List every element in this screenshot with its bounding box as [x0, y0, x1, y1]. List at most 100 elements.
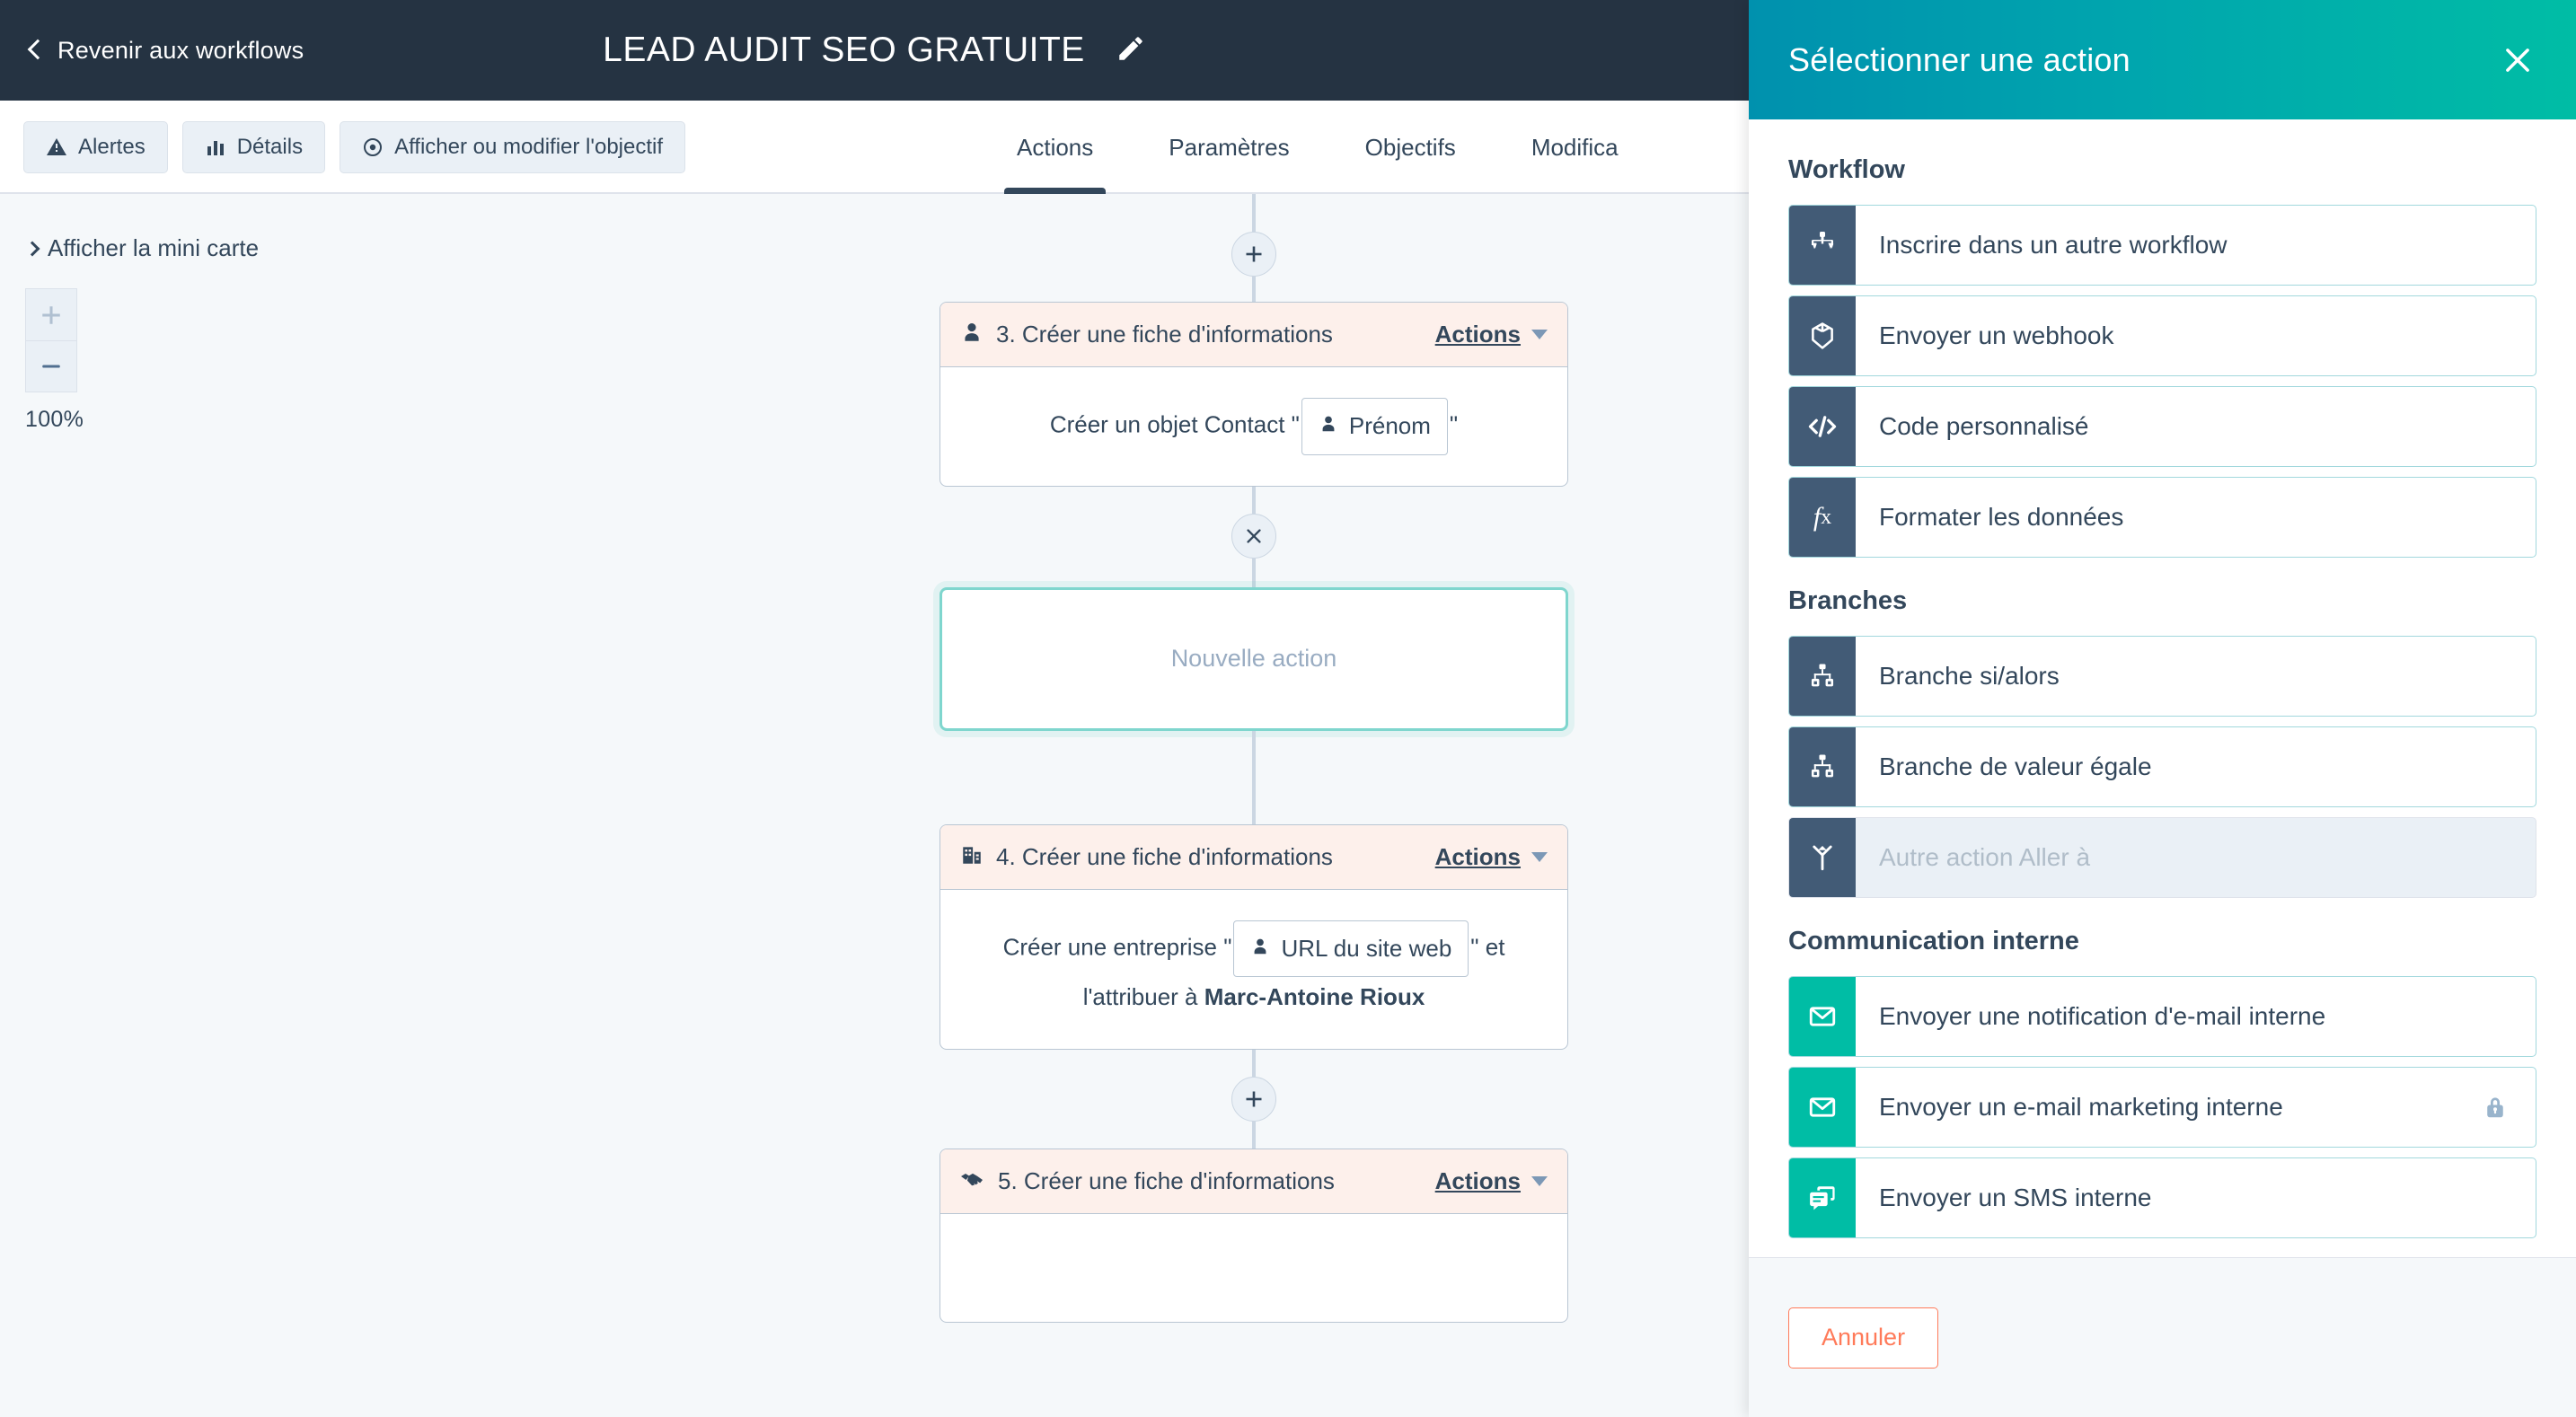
zoom-out-button[interactable] — [25, 340, 77, 392]
card-header: 3. Créer une fiche d'informations Action… — [940, 303, 1567, 367]
close-icon[interactable] — [2501, 43, 2535, 77]
chevron-left-icon — [27, 39, 49, 60]
action-item-send-webhook[interactable]: Envoyer un webhook — [1788, 295, 2536, 376]
workflow-action-card-3[interactable]: 3. Créer une fiche d'informations Action… — [940, 302, 1568, 487]
action-item-if-then-branch[interactable]: Branche si/alors — [1788, 636, 2536, 717]
tab-modifications-label: Modifica — [1531, 133, 1619, 161]
company-building-icon — [960, 843, 984, 871]
tab-objectifs[interactable]: Objectifs — [1328, 101, 1494, 194]
toolbar-button-group: Alertes Détails Afficher ou modifier l'o… — [23, 121, 686, 173]
action-item-label: Envoyer un e-mail marketing interne — [1879, 1093, 2283, 1121]
envelope-icon — [1789, 977, 1856, 1056]
add-action-node-bottom[interactable] — [1231, 1076, 1276, 1122]
action-item-send-internal-email-notification[interactable]: Envoyer une notification d'e-mail intern… — [1788, 976, 2536, 1057]
flow-connector — [1252, 1121, 1256, 1149]
panel-header: Sélectionner une action — [1749, 0, 2576, 119]
card-title: 3. Créer une fiche d'informations — [996, 321, 1333, 348]
panel-action-list[interactable]: Workflow Inscrire dans un autre workflow — [1749, 119, 2576, 1257]
tab-modifications[interactable]: Modifica — [1494, 101, 1656, 194]
show-minimap-toggle[interactable]: Afficher la mini carte — [24, 234, 260, 262]
alerts-button[interactable]: Alertes — [23, 121, 168, 173]
group-title-branches: Branches — [1788, 586, 1908, 615]
action-item-goto-other-action: Autre action Aller à — [1788, 817, 2536, 898]
action-item-enroll-workflow[interactable]: Inscrire dans un autre workflow — [1788, 205, 2536, 286]
chevron-down-icon — [1531, 330, 1548, 339]
card-actions-dropdown[interactable]: Actions — [1435, 321, 1548, 348]
action-item-value-equals-branch[interactable]: Branche de valeur égale — [1788, 726, 2536, 807]
tab-parametres[interactable]: Paramètres — [1131, 101, 1327, 194]
branch-tree-icon — [1789, 727, 1856, 806]
alerts-label: Alertes — [78, 135, 146, 159]
branch-tree-icon — [1789, 637, 1856, 716]
workflow-action-card-5[interactable]: 5. Créer une fiche d'informations Action… — [940, 1148, 1568, 1323]
card-actions-label: Actions — [1434, 842, 1521, 870]
new-action-placeholder-card[interactable]: Nouvelle action — [940, 586, 1568, 731]
action-item-label: Branche si/alors — [1879, 662, 2060, 690]
action-item-send-internal-marketing-email[interactable]: Envoyer un e-mail marketing interne — [1788, 1067, 2536, 1148]
sms-chat-icon — [1789, 1158, 1856, 1237]
view-edit-goal-label: Afficher ou modifier l'objectif — [394, 135, 664, 159]
workflow-flow-column: 3. Créer une fiche d'informations Action… — [940, 194, 1568, 1323]
details-button[interactable]: Détails — [181, 121, 326, 173]
contact-person-icon — [1250, 929, 1270, 970]
card-body: Créer une entreprise "URL du site web" e… — [940, 890, 1567, 1049]
select-action-panel: Sélectionner une action Workflow — [1749, 0, 2576, 1417]
card-header: 4. Créer une fiche d'informations Action… — [940, 824, 1567, 890]
remove-action-node[interactable] — [1231, 513, 1276, 559]
action-item-custom-code[interactable]: Code personnalisé — [1788, 386, 2536, 467]
deal-handshake-icon — [960, 1167, 985, 1195]
panel-title: Sélectionner une action — [1788, 40, 2130, 78]
zoom-level-label: 100% — [25, 407, 84, 432]
card-body-owner: Marc-Antoine Rioux — [1204, 983, 1425, 1010]
card-actions-dropdown[interactable]: Actions — [1435, 1167, 1548, 1195]
pencil-icon[interactable] — [1116, 33, 1146, 68]
contact-person-icon — [1319, 406, 1338, 447]
tab-objectifs-label: Objectifs — [1364, 133, 1456, 161]
action-item-send-internal-sms[interactable]: Envoyer un SMS interne — [1788, 1157, 2536, 1238]
property-token-label: Prénom — [1348, 412, 1431, 439]
card-title: 4. Créer une fiche d'informations — [996, 842, 1333, 870]
group-title-workflow: Workflow — [1788, 155, 1905, 184]
chevron-down-icon — [1531, 1175, 1548, 1186]
cancel-button[interactable]: Annuler — [1788, 1307, 1939, 1369]
card-body-suffix: " et l'attribuer à — [1082, 933, 1505, 1010]
card-body-suffix: " — [1449, 410, 1459, 438]
property-token[interactable]: Prénom — [1301, 398, 1448, 455]
flow-connector — [1252, 486, 1256, 514]
back-to-workflows-label: Revenir aux workflows — [57, 36, 304, 64]
target-icon — [362, 136, 384, 158]
add-action-node-top[interactable] — [1231, 232, 1276, 277]
flow-connector — [1252, 558, 1256, 587]
property-token[interactable]: URL du site web — [1233, 920, 1469, 977]
tab-parametres-label: Paramètres — [1169, 133, 1290, 161]
tab-actions[interactable]: Actions — [979, 101, 1131, 194]
workflow-canvas: Afficher la mini carte 100% — [0, 194, 1749, 1417]
flow-connector — [1252, 194, 1256, 232]
show-minimap-label: Afficher la mini carte — [48, 234, 260, 261]
chevron-down-icon — [1531, 851, 1548, 862]
webhook-cube-icon — [1789, 296, 1856, 375]
editor-tabs: Actions Paramètres Objectifs Modifica — [979, 101, 1656, 194]
flow-connector — [1252, 730, 1256, 824]
card-actions-dropdown[interactable]: Actions — [1435, 843, 1548, 871]
code-brackets-icon — [1789, 387, 1856, 466]
action-item-label: Autre action Aller à — [1879, 843, 2091, 871]
card-body-prefix: Créer un objet Contact " — [1049, 410, 1300, 438]
action-item-label: Formater les données — [1879, 503, 2124, 531]
card-header: 5. Créer une fiche d'informations Action… — [940, 1149, 1567, 1214]
view-edit-goal-button[interactable]: Afficher ou modifier l'objectif — [340, 121, 686, 173]
action-item-label: Envoyer un SMS interne — [1879, 1184, 2152, 1211]
lock-icon — [2482, 1068, 2536, 1147]
chevron-right-icon — [24, 241, 40, 256]
details-label: Détails — [236, 135, 304, 159]
back-to-workflows-link[interactable]: Revenir aux workflows — [27, 36, 304, 65]
property-token-label: URL du site web — [1281, 934, 1452, 962]
group-title-internal-communication: Communication interne — [1788, 927, 2079, 955]
workflow-action-card-4[interactable]: 4. Créer une fiche d'informations Action… — [940, 823, 1568, 1050]
zoom-in-button[interactable] — [25, 288, 77, 340]
action-item-label: Envoyer une notification d'e-mail intern… — [1879, 1002, 2326, 1030]
contact-person-icon — [960, 321, 984, 348]
